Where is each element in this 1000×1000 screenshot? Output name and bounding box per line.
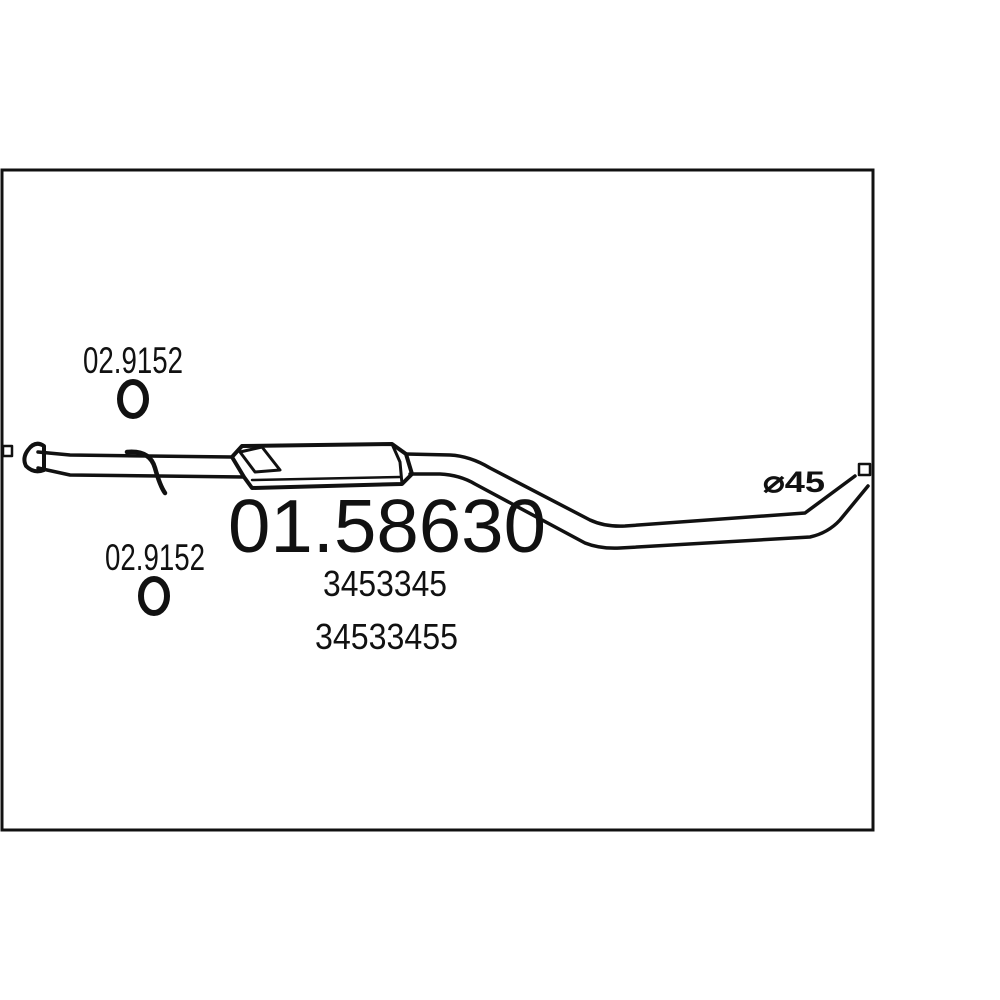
- exhaust-pipe-drawing: [1, 441, 872, 550]
- left-pipe-upper-wall: [36, 450, 234, 459]
- silencer-seam: [250, 475, 402, 482]
- right-pipe-lower-wall: [408, 472, 870, 550]
- hanger-bracket: [124, 449, 168, 496]
- left-pipe-lower-wall: [36, 466, 246, 479]
- silencer-inner-shade: [238, 445, 282, 474]
- left-end-marker: [1, 444, 14, 458]
- part-number: 01.58630: [228, 484, 546, 568]
- gasket-ring-icon: [138, 576, 170, 616]
- right-end-marker: [857, 462, 872, 477]
- oe-reference-1: 3453345: [323, 563, 447, 604]
- right-pipe-upper-wall: [404, 452, 857, 528]
- silencer-body: [230, 442, 414, 490]
- gasket-ring-icon: [117, 379, 149, 419]
- diagram-frame: [0, 168, 875, 832]
- accessory-code-top: 02.9152: [83, 340, 183, 381]
- inlet-flare: [22, 441, 46, 474]
- oe-reference-2: 34533455: [315, 616, 458, 657]
- accessory-code-bottom: 02.9152: [105, 537, 205, 578]
- silencer-right-cap: [390, 442, 404, 486]
- pipe-diameter-label: ⌀45: [763, 466, 825, 499]
